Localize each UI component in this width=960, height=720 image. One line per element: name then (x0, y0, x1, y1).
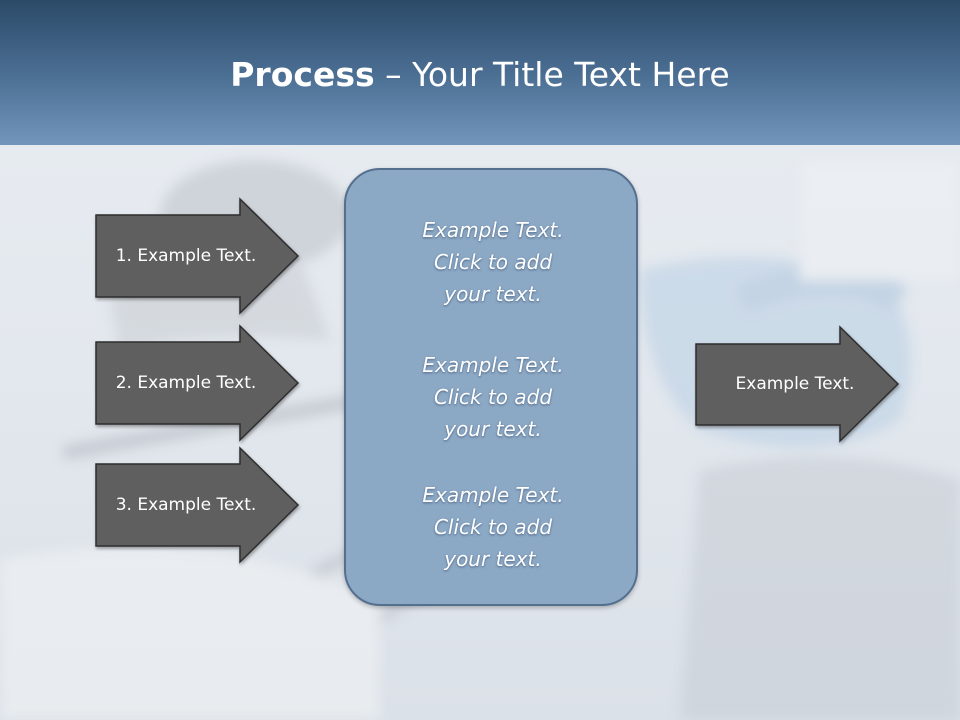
input-arrow-2[interactable] (95, 324, 300, 442)
title-bold: Process (230, 55, 375, 94)
slide-title[interactable]: Process – Your Title Text Here (0, 52, 960, 98)
center-text-block-3: Example Text. Click to add your text. (346, 479, 640, 575)
center-text-line: Click to add (433, 515, 553, 539)
input-label-1: 1. Example Text. (115, 246, 257, 266)
center-process-box[interactable]: Example Text. Click to add your text. Ex… (344, 168, 638, 606)
output-label: Example Text. (735, 374, 855, 394)
input-arrow-3[interactable] (95, 446, 300, 564)
center-text-line: Click to add (433, 250, 553, 274)
center-text-line: Example Text. (422, 218, 564, 242)
center-text-line: Example Text. (422, 353, 564, 377)
center-text-line: your text. (444, 547, 542, 571)
center-text-block-2: Example Text. Click to add your text. (346, 349, 640, 445)
center-text-line: Example Text. (422, 483, 564, 507)
input-arrow-1[interactable] (95, 197, 300, 315)
center-text-line: your text. (444, 282, 542, 306)
output-arrow[interactable] (695, 325, 900, 443)
title-bar (0, 0, 960, 145)
center-text-line: your text. (444, 417, 542, 441)
center-text-block-1: Example Text. Click to add your text. (346, 214, 640, 310)
title-rest: – Your Title Text Here (374, 55, 730, 94)
input-label-2: 2. Example Text. (115, 373, 257, 393)
input-label-3: 3. Example Text. (115, 495, 257, 515)
center-text-line: Click to add (433, 385, 553, 409)
